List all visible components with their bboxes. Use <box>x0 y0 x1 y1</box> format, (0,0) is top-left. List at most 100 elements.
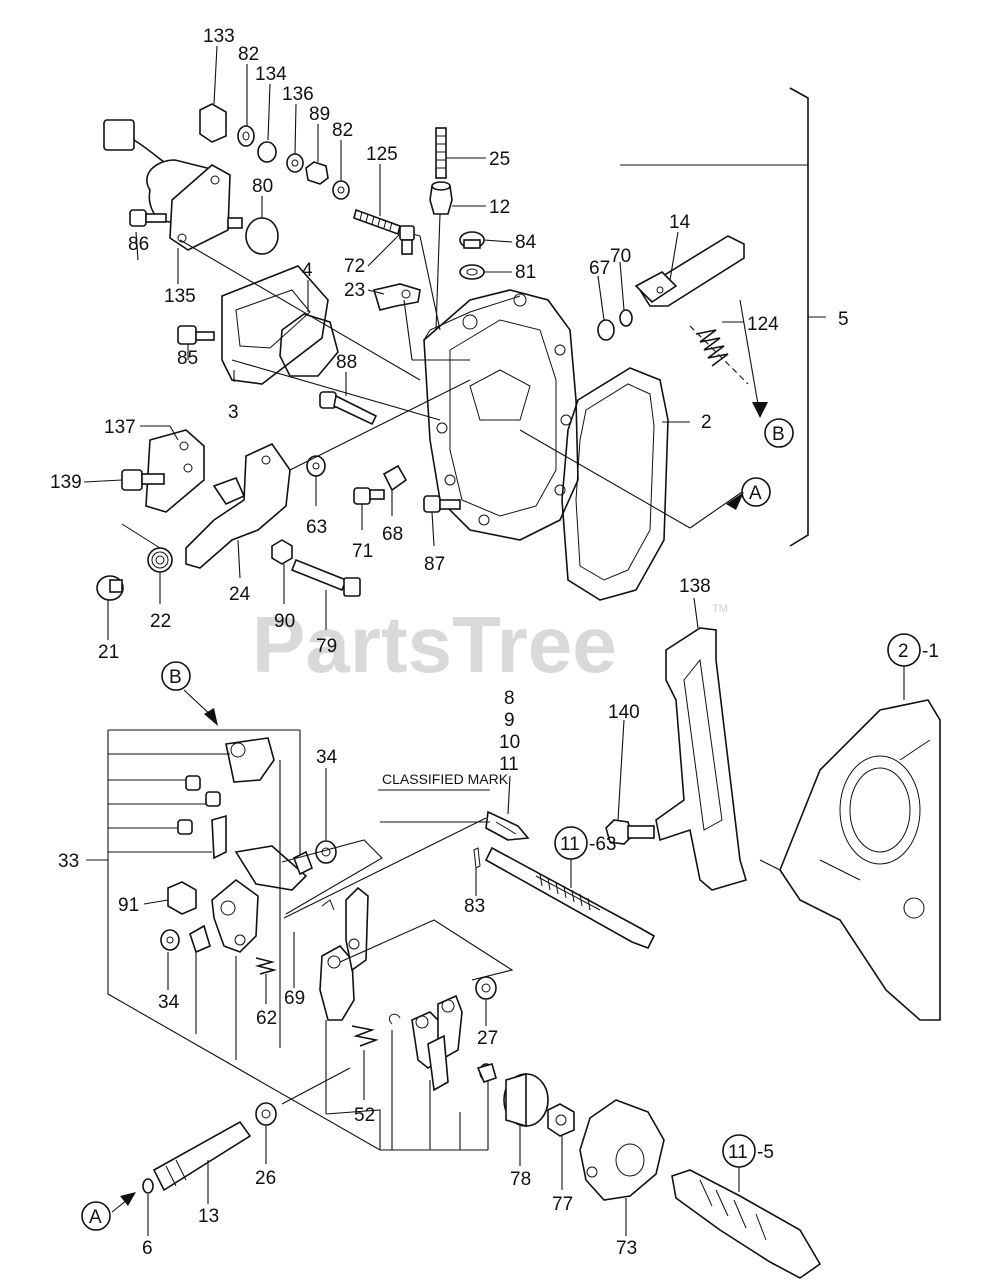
part-label-86: 86 <box>128 234 149 255</box>
part-label-2: 2 <box>701 412 712 433</box>
part-label-125: 125 <box>366 144 398 165</box>
o-ring-80 <box>245 217 279 255</box>
washer-81 <box>459 264 485 280</box>
plug-84 <box>459 231 485 249</box>
part-label-87: 87 <box>424 554 445 575</box>
callout-A-upper-label: A <box>749 483 762 504</box>
bolt-87 <box>423 495 461 513</box>
callout-B-upper-label: B <box>772 424 785 445</box>
part-label-134: 134 <box>255 64 287 85</box>
ref-11-63-suffix: -63 <box>589 834 616 855</box>
bolt-88 <box>319 391 378 426</box>
part-numbers: 133 82 134 136 89 82 125 25 12 84 81 14 … <box>50 26 849 1259</box>
bolt-85 <box>177 325 215 345</box>
watermark-text: PartsTree <box>252 600 617 689</box>
ring-70 <box>619 309 633 327</box>
part-label-137: 137 <box>104 417 136 438</box>
part-label-138: 138 <box>679 576 711 597</box>
nut-90 <box>271 539 293 565</box>
part-label-27: 27 <box>477 1028 498 1049</box>
washer-67 <box>597 319 615 341</box>
part-label-84: 84 <box>515 232 537 253</box>
part-label-9: 9 <box>504 710 515 731</box>
bolt-140 <box>605 819 655 845</box>
trademark-text: TM <box>712 603 728 615</box>
part-label-68: 68 <box>382 524 403 545</box>
part-number-leaders <box>83 45 744 640</box>
part-label-25: 25 <box>489 149 510 170</box>
bolt-72 <box>399 225 415 255</box>
part-label-34b: 34 <box>158 992 180 1013</box>
ring-6 <box>142 1178 154 1194</box>
callout-A-lower <box>81 1201 111 1231</box>
gasket-2 <box>561 367 669 601</box>
part-label-90: 90 <box>274 611 295 632</box>
bolt-86 <box>129 209 167 227</box>
shaft-13 <box>152 1120 252 1192</box>
lever-shaft-14 <box>634 235 745 307</box>
callout-B-lower-label: B <box>169 667 182 688</box>
fastener-stack <box>199 103 350 200</box>
part-label-70: 70 <box>610 246 631 267</box>
callout-A-upper <box>741 477 771 507</box>
part-label-5: 5 <box>838 309 849 330</box>
gear-73 <box>579 1099 665 1201</box>
lever-138 <box>655 627 747 891</box>
callout-A-lower-label: A <box>89 1207 102 1228</box>
part-label-82b: 82 <box>332 120 353 141</box>
part-label-88: 88 <box>336 352 357 373</box>
part-label-133: 133 <box>203 26 235 47</box>
nut-91 <box>167 881 197 915</box>
part-label-82a: 82 <box>238 44 259 65</box>
callout-B-upper <box>764 418 794 448</box>
camshaft <box>671 1169 822 1279</box>
callout-B-lower <box>161 661 191 691</box>
spring-52 <box>351 1025 379 1047</box>
ref-11-5-suffix: -5 <box>757 1142 774 1163</box>
spring-62 <box>254 957 278 975</box>
part-label-22: 22 <box>150 611 171 632</box>
part-label-8: 8 <box>504 688 515 709</box>
part-label-33: 33 <box>58 851 79 872</box>
part-label-135: 135 <box>164 286 196 307</box>
ref-2-1-suffix: -1 <box>922 641 939 662</box>
part-label-79: 79 <box>316 636 337 657</box>
screw-125 <box>353 208 421 237</box>
arrow-to-B-upper <box>752 402 768 418</box>
nut-12 <box>429 181 453 215</box>
part-label-3: 3 <box>228 402 239 423</box>
stud-25 <box>435 127 447 179</box>
part-label-83: 83 <box>464 896 485 917</box>
ref-2-1-number: 2 <box>898 641 909 662</box>
part-label-52: 52 <box>354 1105 375 1126</box>
part-label-14: 14 <box>669 212 691 233</box>
spring-22 <box>121 523 173 573</box>
gear-case-housing <box>779 699 941 1021</box>
lever-plate <box>211 878 259 953</box>
part-label-78: 78 <box>510 1169 531 1190</box>
part-label-4: 4 <box>302 260 313 281</box>
plate-assembly-33 <box>177 737 308 891</box>
classified-mark-label: CLASSIFIED MARK <box>382 771 509 787</box>
part-label-80: 80 <box>252 176 273 197</box>
part-label-12: 12 <box>489 197 510 218</box>
arrow-from-A-lower <box>120 1192 136 1206</box>
part-label-71: 71 <box>352 541 373 562</box>
bolt-71 <box>353 487 385 505</box>
part-label-24: 24 <box>229 584 251 605</box>
part-label-11: 11 <box>499 754 519 775</box>
washer-27 <box>475 976 497 1000</box>
part-label-13: 13 <box>198 1206 219 1227</box>
part-number-leaders-lower <box>143 597 699 1236</box>
ref-11-5-number: 11 <box>728 1142 748 1163</box>
part-label-136: 136 <box>282 84 314 105</box>
lever-24 <box>185 442 291 569</box>
part-label-81: 81 <box>515 262 536 283</box>
washer-26 <box>255 1102 277 1126</box>
clip-68 <box>382 464 408 492</box>
assembly-bracket <box>620 87 826 547</box>
ref-11-63-number: 11 <box>560 834 580 855</box>
part-label-73: 73 <box>616 1238 637 1259</box>
part-label-140: 140 <box>608 702 640 723</box>
